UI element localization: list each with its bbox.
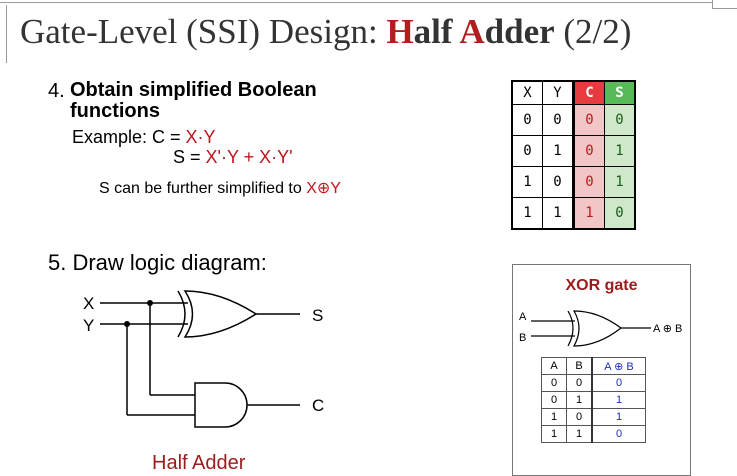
cell: 1 [566,425,593,443]
step-4-heading: Obtain simplified Boolean functions [70,79,317,122]
cell: 1 [511,166,543,198]
header-x: X [511,80,543,105]
truth-table-row: 0 0 0 0 [511,104,636,136]
cell: 1 [542,197,574,230]
xor-label-a: A [519,311,527,323]
cell: 0 [511,104,543,136]
cell: 0 [591,374,646,392]
further-simplification: S can be further simplified to X⊕Y [99,180,341,197]
header-y: Y [542,80,574,105]
step-5: 5. Draw logic diagram: [48,250,267,275]
cell: 1 [604,135,636,167]
cell: 1 [566,391,593,409]
half-adder-circuit: X Y S C [83,290,324,428]
xor-label-out: A ⊕ B [653,323,682,335]
slide-top-border [0,0,737,5]
xor-gate-panel: XOR gate A B A ⊕ B A B A ⊕ B 0 0 0 0 1 1 [512,264,691,476]
label-x: X [83,294,94,313]
header-c: C [572,80,605,105]
xor-panel-title: XOR gate [565,277,638,294]
title-prefix: Gate-Level (SSI) Design: [20,12,387,51]
xor-table-header: A B A ⊕ B [541,357,646,375]
truth-table-header: X Y C S [511,80,636,105]
s-expression: X'·Y + X·Y' [205,147,293,167]
title-word1-rest: alf [413,12,460,51]
half-adder-truth-table: X Y C S 0 0 0 0 0 1 0 1 1 0 0 1 1 1 1 0 [511,80,636,230]
xor-truth-table: A B A ⊕ B 0 0 0 0 1 1 1 0 1 1 1 0 [541,357,646,443]
cell: 0 [566,408,593,426]
header-s: S [604,80,636,105]
slide-title: Gate-Level (SSI) Design: Half Adder (2/2… [20,12,631,52]
cell: 1 [604,166,636,198]
cell: 1 [541,425,567,443]
label-s: S [312,306,323,325]
cell: 0 [541,391,567,409]
cell: 0 [511,135,543,167]
xor-label-b: B [519,332,526,344]
xor-gate-symbol: A B A ⊕ B [519,310,682,347]
label-y: Y [83,316,94,335]
truth-table-row: 1 1 1 0 [511,197,636,230]
label-c: C [312,396,324,415]
example-s-line: S = X'·Y + X·Y' [173,147,293,167]
cell: A ⊕ B [591,357,646,375]
cell: 0 [572,166,605,198]
cell: B [566,357,593,375]
title-highlight-2: A [459,12,485,51]
xor-table-row: 0 0 0 [541,374,646,392]
example-c-line: Example: C = X·Y [72,127,216,147]
cell: 1 [591,408,646,426]
cell: 0 [572,104,605,136]
truth-table-row: 0 1 0 1 [511,135,636,167]
cell: 1 [542,135,574,167]
cell: 1 [572,197,605,230]
xor-gate-body [183,290,258,338]
step-4-number: 4. [48,80,65,102]
junction-x [147,300,153,306]
cell: 0 [604,104,636,136]
cell: 0 [541,374,567,392]
title-highlight-1: H [386,12,414,51]
cell: 0 [542,166,574,198]
cell: 1 [591,391,646,409]
cell: 0 [604,197,636,230]
title-suffix: (2/2) [554,12,632,51]
slide-corner-box [712,0,737,9]
half-adder-caption: Half Adder [152,452,246,474]
c-expression: X·Y [185,127,216,147]
xor-table-row: 1 0 1 [541,408,646,426]
cell: 0 [542,104,574,136]
xor-extra-curve [177,290,186,338]
cell: 0 [572,135,605,167]
slide-left-border [6,5,7,63]
cell: 1 [511,197,543,230]
cell: 1 [541,408,567,426]
junction-y [124,321,130,327]
and-gate-body [194,382,248,428]
cell: A [541,357,567,375]
cell: 0 [566,374,593,392]
xor-expression: X⊕Y [306,180,341,197]
truth-table-row: 1 0 0 1 [511,166,636,198]
xor-table-row: 1 1 0 [541,425,646,443]
title-word2-rest: dder [484,12,555,51]
xor-table-row: 0 1 1 [541,391,646,409]
cell: 0 [591,425,646,443]
